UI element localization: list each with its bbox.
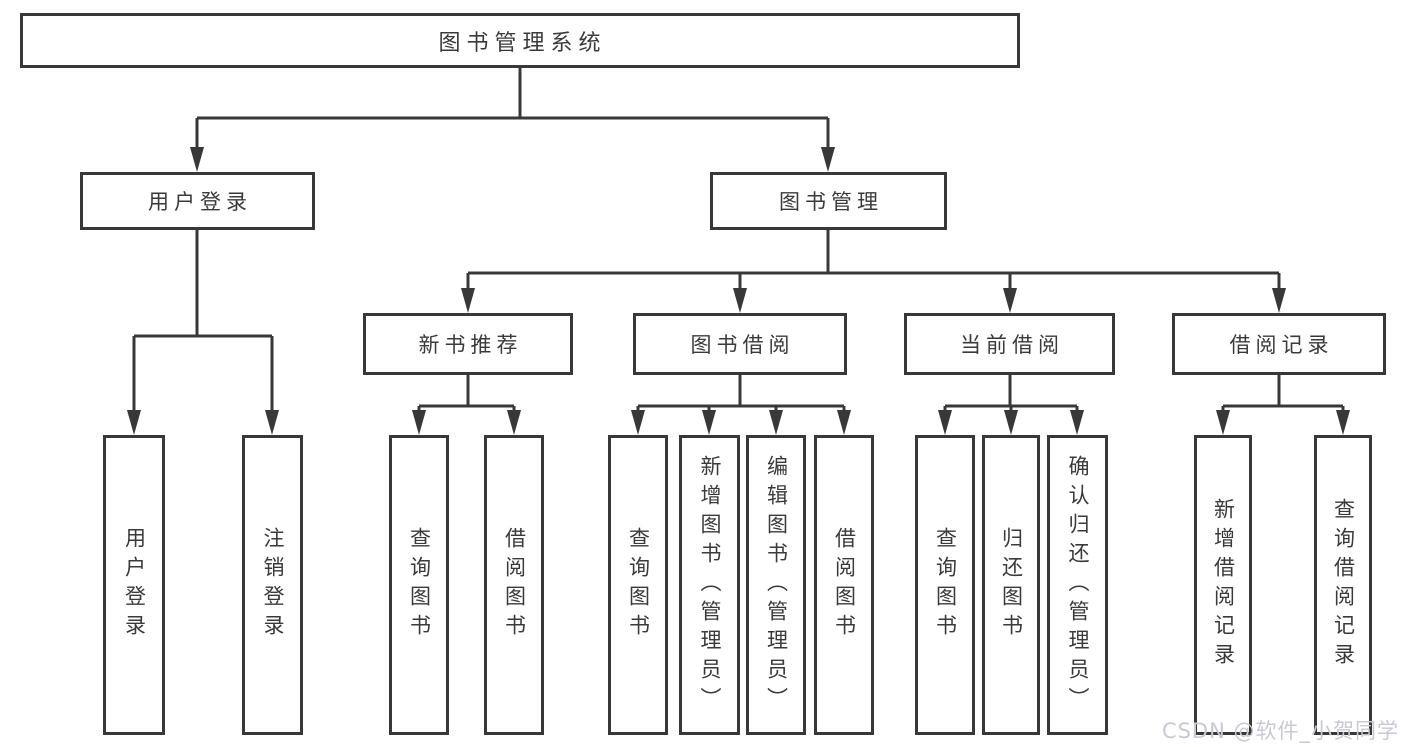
- wire-root-to-level2: [195, 68, 830, 160]
- wire-borrow-to-leaves: [636, 375, 846, 424]
- wire-current-to-leaves: [943, 375, 1079, 424]
- leaf-borrow-books: 借阅图书: [814, 435, 874, 735]
- node-book-management: 图书管理: [710, 172, 947, 230]
- leaf-recommend-query-books: 查询图书: [389, 435, 449, 735]
- leaf-user-login: 用户登录: [103, 435, 165, 735]
- leaf-return-books: 归还图书: [982, 435, 1040, 735]
- node-new-book-recommend: 新书推荐: [363, 313, 573, 375]
- node-user-login: 用户登录: [80, 172, 315, 230]
- wire-records-to-leaves: [1221, 375, 1345, 424]
- leaf-recommend-borrow-books: 借阅图书: [484, 435, 544, 735]
- leaf-edit-books-admin: 编辑图书（管理员）: [746, 435, 806, 735]
- leaf-query-borrow-record: 查询借阅记录: [1314, 435, 1372, 735]
- leaf-confirm-return-admin: 确认归还（管理员）: [1047, 435, 1108, 735]
- node-current-borrow: 当前借阅: [904, 313, 1115, 375]
- node-book-borrow: 图书借阅: [633, 313, 847, 375]
- wire-mgmt-to-level3: [466, 230, 1281, 302]
- csdn-watermark: CSDN @软件_小贺同学: [1161, 719, 1399, 743]
- node-borrow-records: 借阅记录: [1172, 313, 1386, 375]
- leaf-logout: 注销登录: [242, 435, 303, 735]
- wire-recommend-to-leaves: [417, 375, 516, 424]
- leaf-borrow-query-books: 查询图书: [608, 435, 668, 735]
- leaf-current-query-books: 查询图书: [915, 435, 975, 735]
- node-root-system: 图书管理系统: [20, 13, 1020, 68]
- leaf-add-books-admin: 新增图书（管理员）: [679, 435, 740, 735]
- wire-login-to-leaves: [132, 230, 274, 424]
- leaf-add-borrow-record: 新增借阅记录: [1194, 435, 1252, 735]
